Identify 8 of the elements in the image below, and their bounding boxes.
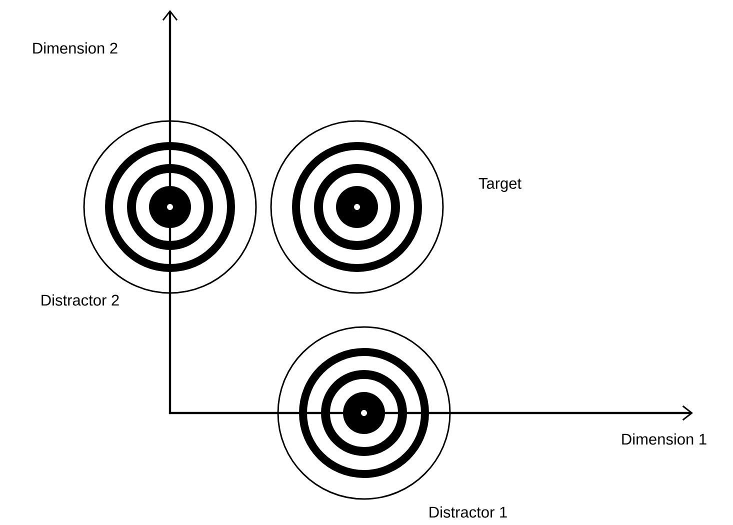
target-drawing: [277, 326, 451, 500]
target-drawing: [270, 120, 444, 294]
target-label: Distractor 2: [42, 294, 119, 306]
target-drawing: [83, 120, 257, 294]
axis-label: Dimension 2: [33, 42, 118, 54]
target-label: Distractor 1: [430, 506, 507, 518]
axis-label: Dimension 1: [622, 433, 706, 445]
target-label: Target: [478, 178, 522, 192]
